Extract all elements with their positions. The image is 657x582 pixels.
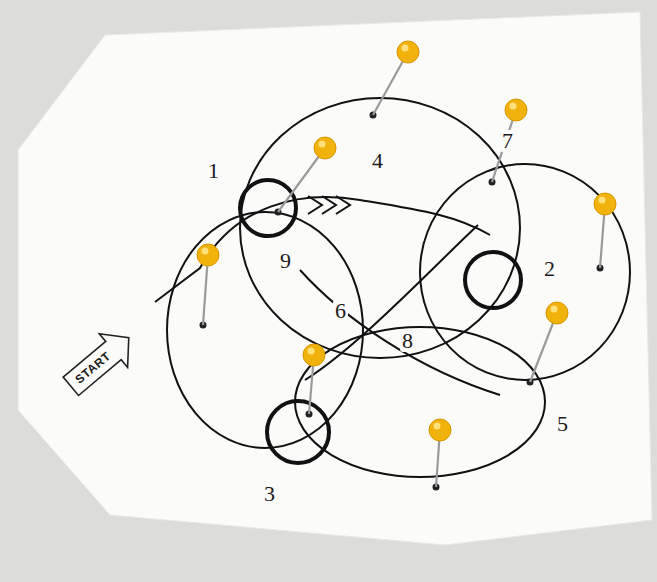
pin-head [303, 344, 325, 366]
callout-number: 3 [262, 483, 277, 505]
callout-number: 6 [333, 300, 348, 322]
pin-needle [278, 148, 325, 212]
pin-head [397, 41, 419, 63]
pin-shine [202, 248, 209, 255]
pin-head [505, 99, 527, 121]
pin-head [594, 193, 616, 215]
pin-shine [402, 45, 409, 52]
pin-head [429, 419, 451, 441]
pin-head [197, 244, 219, 266]
pin-shine [319, 141, 326, 148]
highlight-rings [240, 180, 521, 463]
callout-number: 2 [542, 258, 557, 280]
knot-curves [155, 98, 630, 477]
chevrons [308, 196, 350, 214]
callout-number: 8 [400, 330, 415, 352]
callout-number: 4 [370, 150, 385, 172]
paper-sheet [18, 12, 652, 545]
pin-shine [551, 306, 558, 313]
callout-number: 9 [278, 250, 293, 272]
pin-shine [510, 103, 517, 110]
pin-head [314, 137, 336, 159]
callout-number: 1 [206, 160, 221, 182]
pins [197, 41, 616, 491]
arrow-shape [57, 321, 143, 403]
pin-shine [434, 423, 441, 430]
pin-shine [599, 197, 606, 204]
pin-shine [308, 348, 315, 355]
pin-head [546, 302, 568, 324]
callout-number: 5 [555, 413, 570, 435]
callout-number: 7 [500, 130, 515, 152]
